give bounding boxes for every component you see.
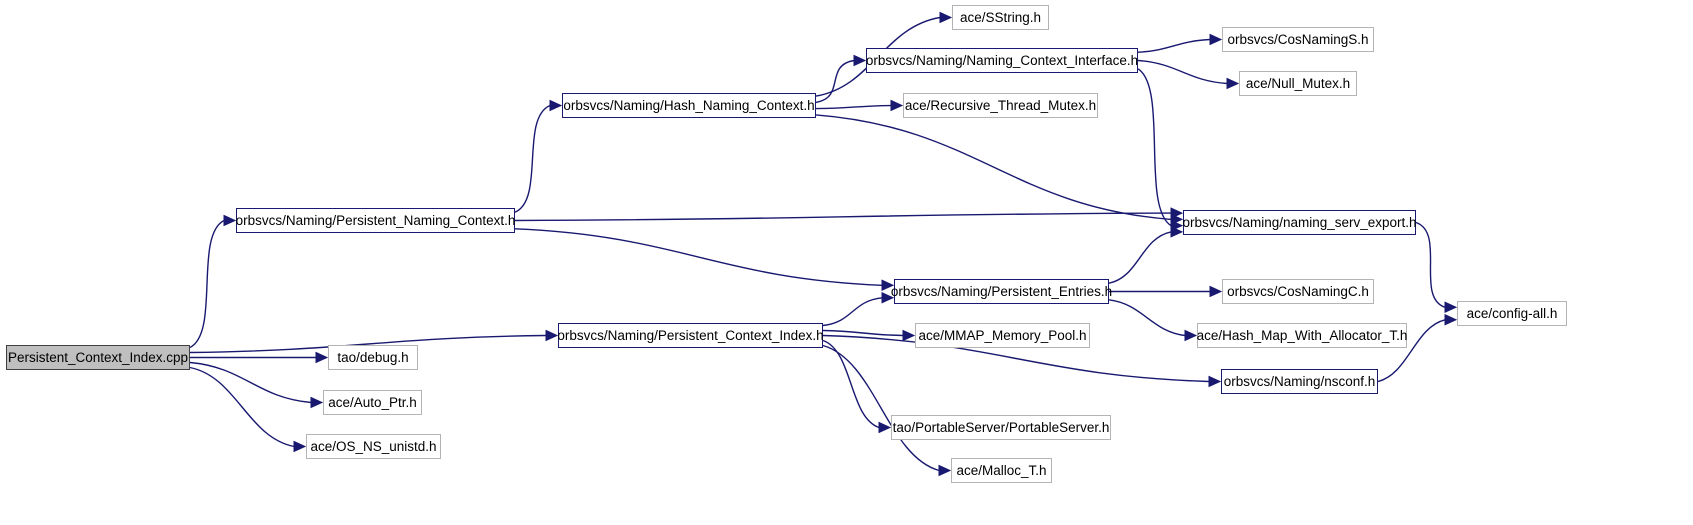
graph-edge-arrowhead — [881, 279, 895, 292]
graph-edge-nsconf-to-configall — [1377, 319, 1446, 383]
graph-edge-hnc-to-nci — [815, 59, 855, 104]
graph-edge-pnc-to-hnc — [514, 104, 551, 213]
graph-node-label: ace/Malloc_T.h — [956, 462, 1047, 478]
graph-edge-pnc-to-nsexport — [514, 212, 1172, 222]
graph-node-label: ace/Recursive_Thread_Mutex.h — [904, 97, 1097, 113]
graph-edge-nci-to-nullmutex — [1137, 59, 1228, 85]
graph-edge-arrowhead — [223, 214, 237, 227]
graph-edge-root-to-pnc — [189, 219, 225, 349]
graph-node-label: ace/Null_Mutex.h — [1245, 75, 1351, 91]
graph-edge-arrowhead — [315, 351, 329, 364]
graph-node-hashmap[interactable]: ace/Hash_Map_With_Allocator_T.h — [1197, 323, 1407, 348]
graph-edge-nci-to-nsexport — [1137, 68, 1172, 227]
graph-node-hnc[interactable]: orbsvcs/Naming/Hash_Naming_Context.h — [562, 93, 816, 118]
graph-node-label: ace/MMAP_Memory_Pool.h — [918, 327, 1087, 343]
graph-node-label: orbsvcs/Naming/naming_serv_export.h — [1182, 214, 1417, 230]
graph-edge-arrowhead — [549, 99, 563, 112]
graph-edge-nci-to-cosnamings — [1137, 38, 1211, 53]
graph-node-osnsunistd[interactable]: ace/OS_NS_unistd.h — [306, 434, 441, 459]
graph-edge-hnc-to-rtm — [815, 104, 892, 110]
graph-node-label: orbsvcs/CosNamingC.h — [1227, 283, 1369, 299]
graph-edge-hnc-to-nsexport — [815, 114, 1172, 221]
graph-node-pci[interactable]: orbsvcs/Naming/Persistent_Context_Index.… — [557, 323, 824, 348]
graph-node-nci[interactable]: orbsvcs/Naming/Naming_Context_Interface.… — [866, 48, 1138, 73]
graph-edge-arrowhead — [1444, 301, 1458, 314]
graph-edge-arrowhead — [878, 421, 892, 434]
graph-node-label: orbsvcs/CosNamingS.h — [1227, 31, 1369, 47]
graph-edge-pci-to-nsconf — [822, 334, 1210, 383]
graph-node-label: tao/debug.h — [337, 349, 409, 365]
graph-edge-nsexport-to-configall — [1415, 221, 1446, 308]
graph-edge-arrowhead — [1208, 375, 1222, 388]
graph-edge-pnc-to-pentries — [514, 228, 883, 286]
graph-node-label: ace/SString.h — [959, 9, 1042, 25]
graph-node-rtm[interactable]: ace/Recursive_Thread_Mutex.h — [903, 93, 1098, 118]
graph-node-root[interactable]: Persistent_Context_Index.cpp — [6, 345, 190, 370]
graph-node-label: ace/Auto_Ptr.h — [328, 394, 417, 410]
graph-node-configall[interactable]: ace/config-all.h — [1457, 301, 1567, 326]
graph-edge-arrowhead — [853, 54, 867, 67]
graph-node-mmap[interactable]: ace/MMAP_Memory_Pool.h — [915, 323, 1090, 348]
graph-edge-root-to-pci — [189, 334, 547, 354]
graph-edge-arrowhead — [939, 11, 953, 24]
graph-edge-arrowhead — [1209, 33, 1223, 46]
graph-edge-arrowhead — [310, 396, 324, 409]
graph-edge-arrowhead — [1226, 77, 1240, 90]
graph-edge-arrowhead — [1184, 329, 1198, 342]
graph-node-label: orbsvcs/Naming/nsconf.h — [1223, 373, 1376, 389]
graph-node-cosnamingc[interactable]: orbsvcs/CosNamingC.h — [1222, 279, 1374, 304]
graph-edge-pentries-to-nsexport — [1108, 231, 1172, 284]
graph-node-label: orbsvcs/Naming/Hash_Naming_Context.h — [563, 97, 815, 113]
graph-edge-arrowhead — [1170, 226, 1184, 238]
graph-edge-arrowhead — [293, 440, 307, 453]
graph-node-portable[interactable]: tao/PortableServer/PortableServer.h — [891, 415, 1111, 440]
graph-edge-pentries-to-hashmap — [1108, 299, 1186, 337]
graph-node-label: orbsvcs/Naming/Persistent_Context_Index.… — [557, 327, 824, 343]
graph-node-label: orbsvcs/Naming/Naming_Context_Interface.… — [865, 52, 1139, 68]
graph-edge-pci-to-malloct — [822, 344, 940, 472]
graph-node-label: tao/PortableServer/PortableServer.h — [892, 419, 1110, 435]
graph-node-nsexport[interactable]: orbsvcs/Naming/naming_serv_export.h — [1182, 210, 1417, 235]
graph-node-pentries[interactable]: orbsvcs/Naming/Persistent_Entries.h — [891, 279, 1112, 304]
graph-node-autoptr[interactable]: ace/Auto_Ptr.h — [323, 390, 422, 415]
graph-edge-pci-to-portable — [822, 339, 880, 429]
graph-edge-pci-to-pentries — [822, 297, 883, 327]
graph-node-pnc[interactable]: orbsvcs/Naming/Persistent_Naming_Context… — [236, 208, 515, 233]
graph-node-label: orbsvcs/Naming/Persistent_Naming_Context… — [235, 212, 516, 228]
graph-node-sstring[interactable]: ace/SString.h — [952, 5, 1049, 30]
graph-node-cosnamings[interactable]: orbsvcs/CosNamingS.h — [1222, 27, 1374, 52]
graph-edge-arrowhead — [1209, 285, 1223, 298]
graph-node-label: Persistent_Context_Index.cpp — [7, 349, 189, 365]
graph-node-label: ace/config-all.h — [1466, 305, 1558, 321]
graph-edge-root-to-osnsunistd — [189, 366, 295, 448]
graph-edge-root-to-autoptr — [189, 361, 312, 404]
graph-edge-pci-to-mmap — [822, 329, 904, 337]
graph-node-nsconf[interactable]: orbsvcs/Naming/nsconf.h — [1221, 369, 1378, 394]
graph-edge-arrowhead — [881, 291, 895, 304]
graph-edge-arrowhead — [938, 464, 952, 477]
graph-node-malloct[interactable]: ace/Malloc_T.h — [951, 458, 1052, 483]
graph-edge-arrowhead — [545, 329, 559, 342]
graph-edge-arrowhead — [890, 99, 904, 112]
graph-node-label: orbsvcs/Naming/Persistent_Entries.h — [890, 283, 1113, 299]
graph-edge-arrowhead — [902, 329, 916, 342]
graph-edge-arrowhead — [1444, 313, 1458, 326]
graph-node-label: ace/Hash_Map_With_Allocator_T.h — [1196, 327, 1408, 343]
graph-node-nullmutex[interactable]: ace/Null_Mutex.h — [1239, 71, 1357, 96]
graph-node-label: ace/OS_NS_unistd.h — [310, 438, 437, 454]
graph-node-taodebug[interactable]: tao/debug.h — [328, 345, 418, 370]
